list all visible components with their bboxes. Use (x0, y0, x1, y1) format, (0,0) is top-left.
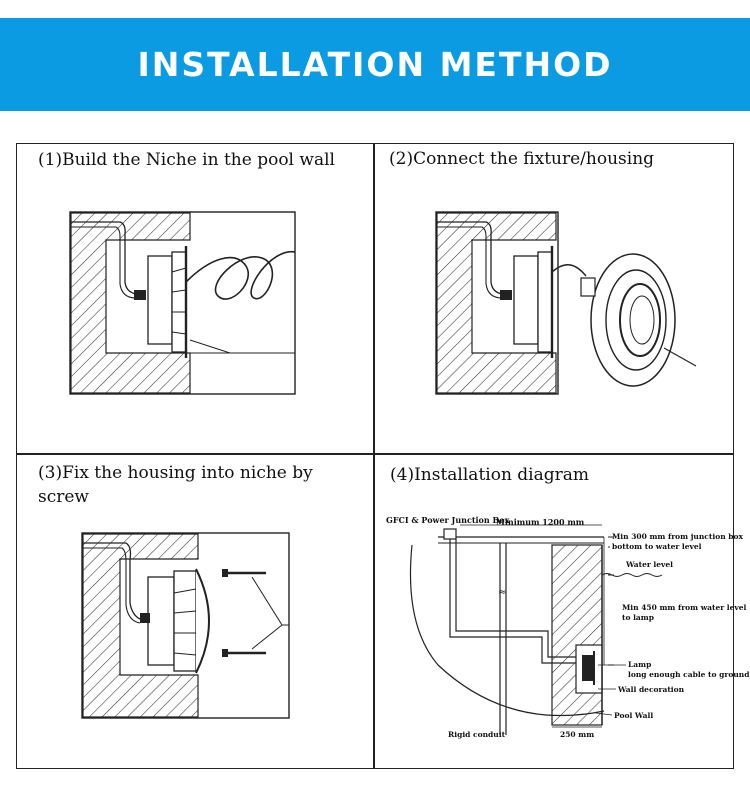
grid-divider-horizontal (16, 453, 734, 455)
title-banner: INSTALLATION METHOD (0, 18, 750, 111)
gfci-label: GFCI & Power Junction Box (386, 515, 510, 525)
junction-box-icon (443, 528, 457, 540)
dim-250-label: 250 mm (560, 730, 594, 739)
min-450-label-1: Min 450 mm from water level (622, 603, 747, 612)
steps-grid (16, 143, 734, 769)
min-1200-label: Minimum 1200 mm (496, 517, 585, 527)
niche-illustration (69, 211, 296, 395)
pool-wall-label: Pool Wall (614, 711, 653, 720)
min-300-label-2: bottom to water level (612, 542, 702, 551)
step-2-label: (2)Connect the fixture/housing (389, 149, 655, 169)
lamp-icon (582, 651, 595, 685)
connect-fixture-illustration (435, 211, 697, 395)
svg-text:≈: ≈ (498, 587, 506, 598)
water-level-label: Water level (625, 560, 673, 569)
step-4-label: (4)Installation diagram (390, 465, 590, 485)
step-1-label: (1)Build the Niche in the pool wall (38, 150, 335, 170)
housing-icon (134, 246, 188, 358)
housing-icon (140, 568, 210, 674)
grid-divider-vertical (373, 143, 375, 769)
min-300-label-1: Min 300 mm from junction box (612, 532, 744, 541)
fix-housing-illustration (81, 532, 290, 719)
page-title: INSTALLATION METHOD (137, 45, 613, 84)
lamp-label: Lamp (628, 660, 651, 669)
rigid-conduit-label: Rigid conduit (448, 730, 506, 739)
step-3-label: (3)Fix the housing into niche by screw (38, 463, 313, 507)
housing-icon (500, 246, 554, 358)
screws-icon (222, 569, 289, 657)
lamp-fixture-icon (580, 253, 697, 387)
long-cable-label: long enough cable to ground (628, 670, 750, 679)
installation-diagram: ≈ GFCI & Power Junction Box Minimum 1200… (386, 515, 750, 739)
wall-decoration-label: Wall decoration (617, 685, 685, 694)
min-450-label-2: to lamp (622, 613, 654, 622)
coiled-cable-icon (185, 251, 296, 300)
